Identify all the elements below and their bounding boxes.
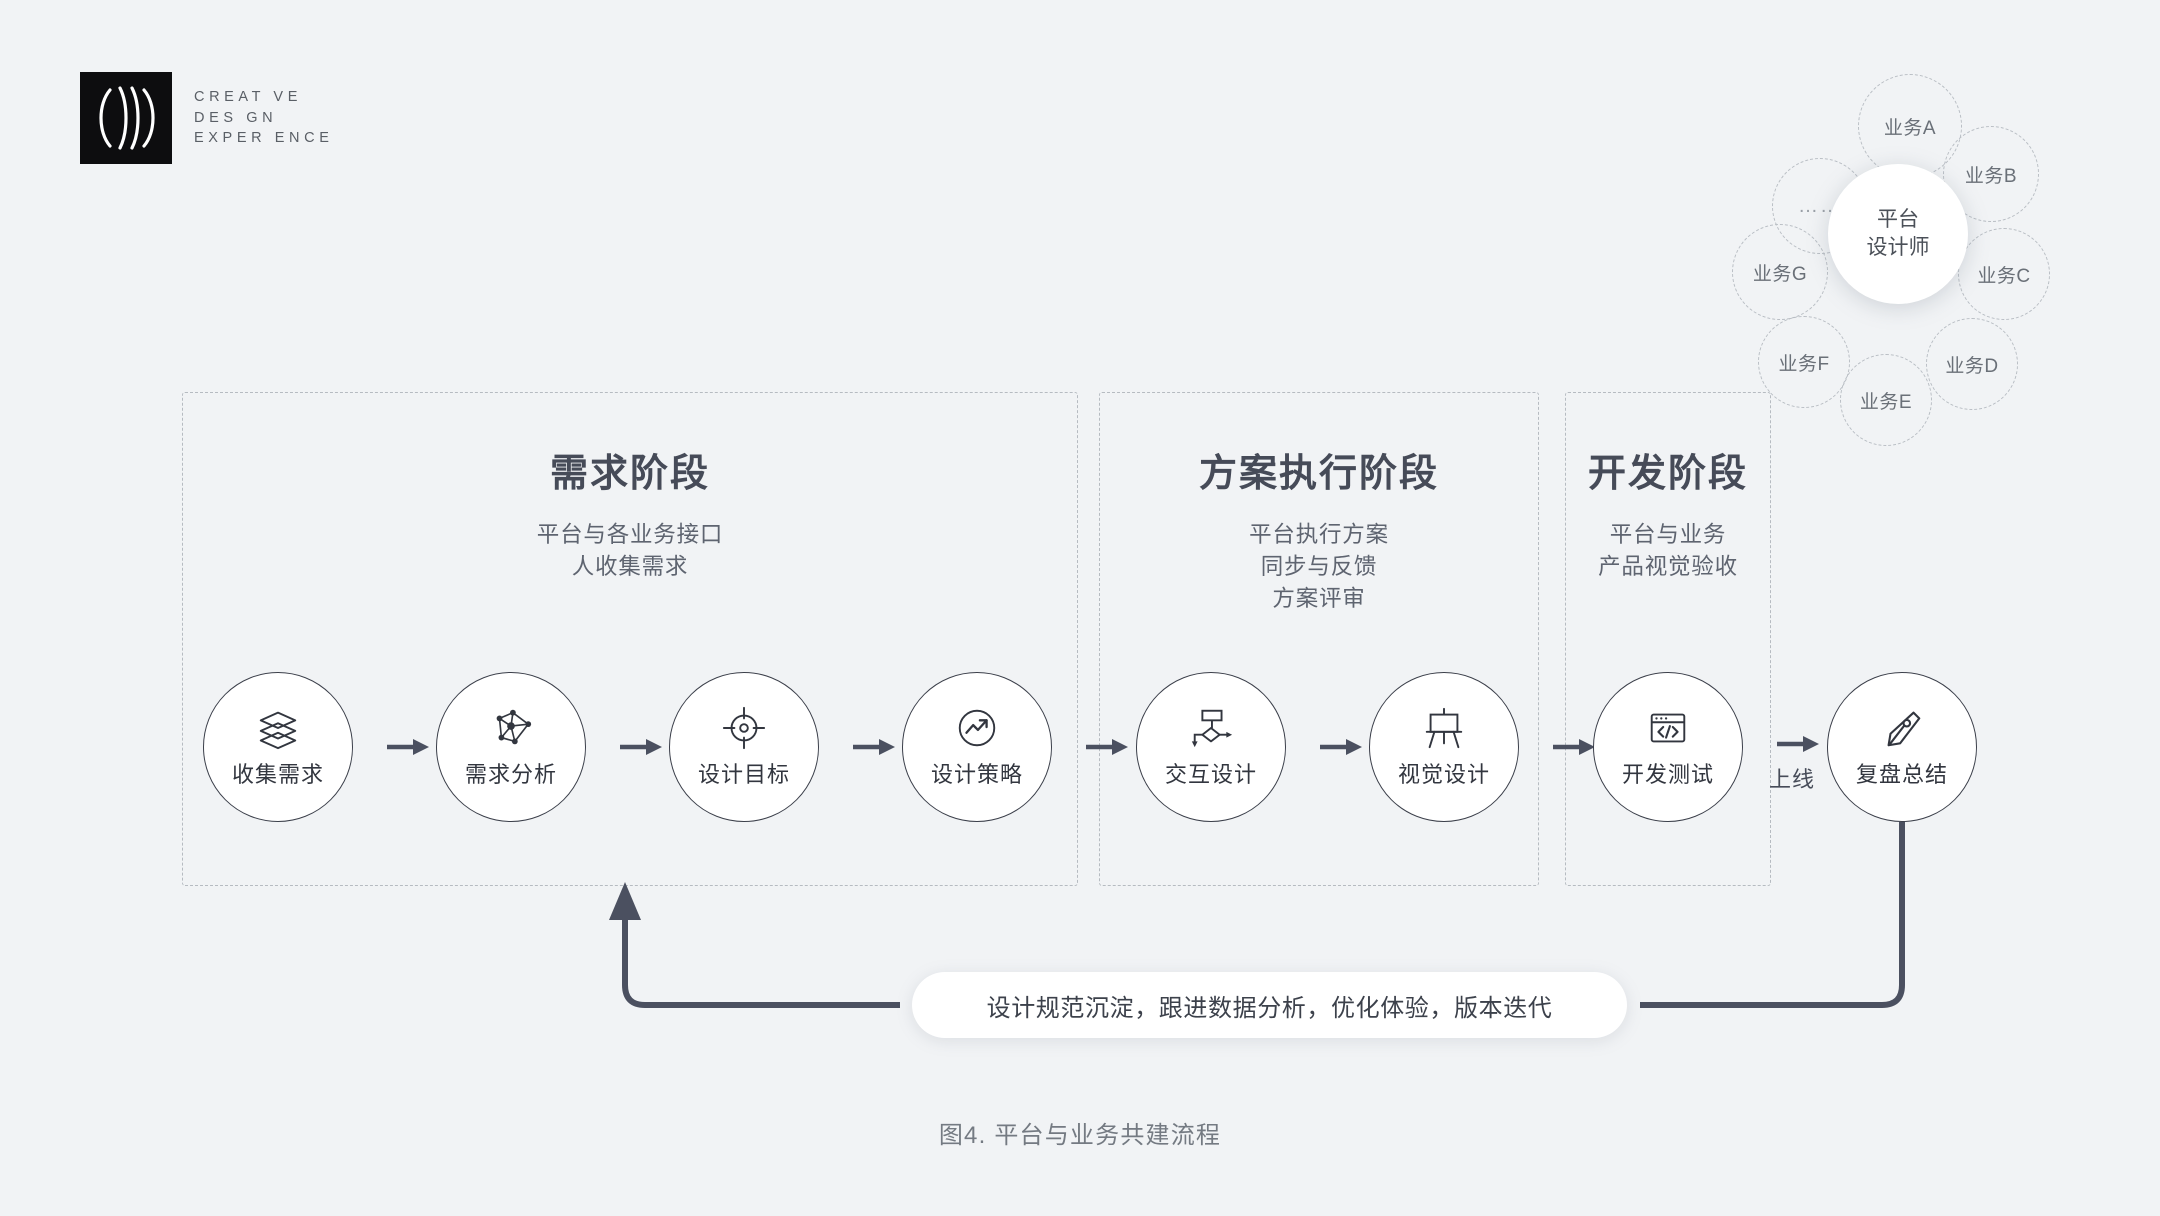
- flowchart-icon: [1191, 709, 1233, 748]
- phase-2-title: 方案执行阶段: [1198, 453, 1439, 495]
- phase-3-head: 开发阶段 平台与业务 产品视觉验收: [1566, 455, 1770, 583]
- phase-3-sub-line-2: 产品视觉验收: [1598, 553, 1738, 579]
- phase-1-title: 需求阶段: [549, 453, 710, 495]
- step-interaction-design[interactable]: 交互设计: [1136, 672, 1286, 822]
- business-cluster: …… 业务A 业务B 业务C 业务D 业务E 业务F 业务G 平台 设计师: [1730, 60, 2050, 446]
- parentheses-mark-icon: [80, 72, 172, 164]
- arrow-step-5-6: [1320, 739, 1362, 755]
- figure-caption: 图4. 平台与业务共建流程: [938, 1122, 1222, 1149]
- step-collect-requirements[interactable]: 收集需求: [203, 672, 353, 822]
- business-node-b: 业务B: [1943, 126, 2039, 222]
- business-node-c-label: 业务C: [1977, 265, 2031, 287]
- business-node-d: 业务D: [1926, 318, 2018, 410]
- step-label: 复盘总结: [1855, 762, 1948, 787]
- business-node-f: 业务F: [1758, 316, 1850, 408]
- arrow-step-7-8: [1777, 736, 1819, 752]
- online-label: 上线: [1769, 767, 1816, 792]
- business-node-c: 业务C: [1958, 228, 2050, 320]
- step-design-goal[interactable]: 设计目标: [669, 672, 819, 822]
- business-node-e: 业务E: [1840, 354, 1932, 446]
- arrow-step-2-3: [620, 739, 662, 755]
- step-label: 开发测试: [1621, 762, 1714, 787]
- layers-icon: [259, 711, 297, 750]
- phase-2-sub-line-1: 平台执行方案: [1249, 522, 1389, 547]
- phase-1-head: 需求阶段 平台与各业务接口 人收集需求: [183, 455, 1077, 583]
- phase-2-sub-line-2: 同步与反馈: [1260, 553, 1378, 579]
- phase-2-head: 方案执行阶段 平台执行方案 同步与反馈 方案评审: [1100, 455, 1538, 615]
- step-design-strategy[interactable]: 设计策略: [902, 672, 1052, 822]
- business-node-f-label: 业务F: [1778, 353, 1830, 375]
- step-requirement-analysis[interactable]: 需求分析: [436, 672, 586, 822]
- phase-1-sub-line-1: 平台与各业务接口: [536, 522, 724, 547]
- phase-3-sub-line-1: 平台与业务: [1609, 522, 1727, 547]
- step-label: 视觉设计: [1397, 762, 1490, 787]
- brand-wordmark: CREAT VE DES GN EXPER ENCE: [194, 90, 333, 146]
- easel-icon: [1425, 707, 1463, 749]
- logo-line-1: CREAT VE: [194, 89, 302, 106]
- step-label: 需求分析: [464, 762, 557, 787]
- arrow-step-6-7: [1553, 739, 1595, 755]
- feedback-note-text: 设计规范沉淀，跟进数据分析，优化体验，版本迭代: [986, 994, 1553, 1022]
- phase-2-sub-line-3: 方案评审: [1272, 585, 1366, 611]
- target-crosshair-icon: [722, 706, 766, 750]
- business-node-e-label: 业务E: [1859, 391, 1913, 413]
- phase-box-execution: 方案执行阶段 平台执行方案 同步与反馈 方案评审: [1099, 392, 1539, 886]
- platform-designer-line1: 平台: [1877, 208, 1919, 232]
- business-node-g-label: 业务G: [1752, 263, 1808, 285]
- phase-2-subtitle: 平台执行方案 同步与反馈 方案评审: [1100, 519, 1538, 615]
- step-label: 设计目标: [697, 762, 790, 787]
- step-visual-design[interactable]: 视觉设计: [1369, 672, 1519, 822]
- arrow-step-3-4: [853, 739, 895, 755]
- business-node-d-label: 业务D: [1945, 355, 1999, 377]
- phase-1-sub-line-2: 人收集需求: [571, 553, 689, 579]
- code-window-icon: [1650, 713, 1686, 743]
- step-label: 设计策略: [930, 762, 1023, 787]
- business-node-a-label: 业务A: [1883, 117, 1937, 139]
- feedback-note: 设计规范沉淀，跟进数据分析，优化体验，版本迭代: [912, 972, 1627, 1038]
- phase-1-subtitle: 平台与各业务接口 人收集需求: [183, 519, 1077, 583]
- network-graph-icon: [496, 709, 532, 745]
- phase-3-subtitle: 平台与业务 产品视觉验收: [1566, 519, 1770, 583]
- step-development-testing[interactable]: 开发测试: [1593, 672, 1743, 822]
- logo-line-3: EXPER ENCE: [194, 130, 334, 147]
- step-label: 交互设计: [1164, 762, 1257, 787]
- phase-3-title: 开发阶段: [1587, 453, 1748, 495]
- ellipsis-label: ……: [1798, 194, 1842, 217]
- logo-line-2: DES GN: [194, 109, 278, 126]
- arrow-step-4-5: [1086, 739, 1128, 755]
- business-node-g: 业务G: [1732, 224, 1828, 320]
- brand-logo: CREAT VE DES GN EXPER ENCE: [80, 72, 333, 164]
- business-node-b-label: 业务B: [1964, 165, 2018, 187]
- trend-chart-icon: [958, 709, 996, 747]
- platform-designer-node: 平台 设计师: [1828, 164, 1968, 304]
- arrow-step-1-2: [387, 739, 429, 755]
- step-review-summary[interactable]: 复盘总结: [1827, 672, 1977, 822]
- step-label: 收集需求: [231, 762, 324, 787]
- pen-nib-icon: [1887, 711, 1921, 747]
- platform-designer-line2: 设计师: [1866, 236, 1930, 259]
